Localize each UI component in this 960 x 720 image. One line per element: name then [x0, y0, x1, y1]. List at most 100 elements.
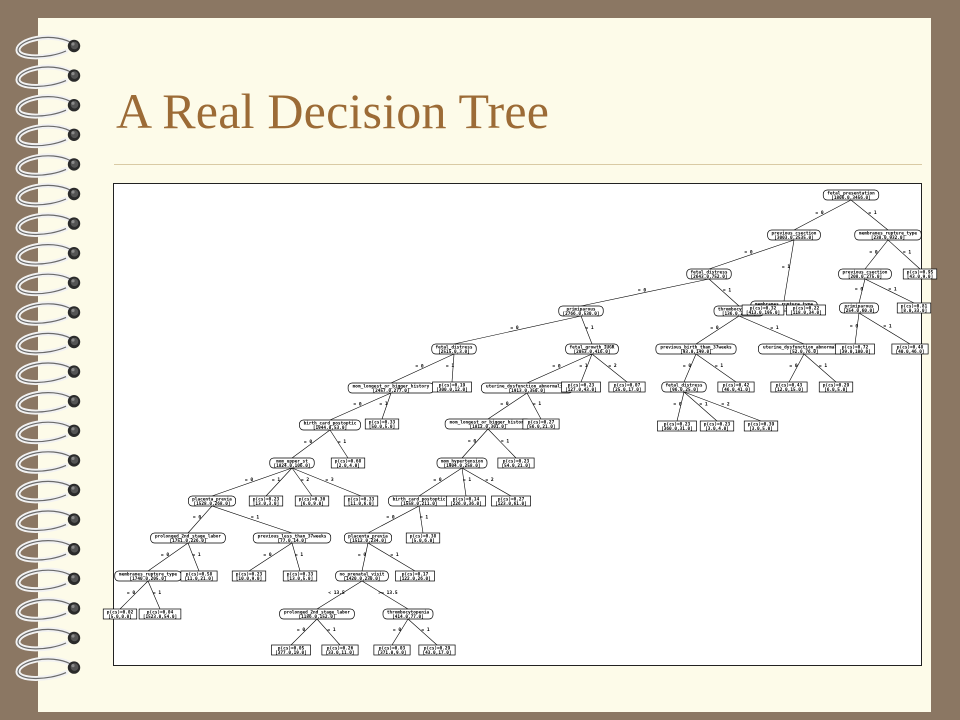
node-stats: [13.0,5.0]: [287, 576, 313, 582]
split-node: fetal_distress[96.0,25.0]: [661, 381, 707, 393]
node-label: p(cs)=0.48: [897, 344, 924, 350]
node-label: p(cs)=0.23: [253, 496, 280, 502]
tree-edges: = 0= 1= 0= 1= 0= 1= 0= 1= 0= 1= 0= 1= 0=…: [119, 199, 921, 646]
leaf-node: p(cs)=0.39[3.0,5.0]: [743, 420, 779, 432]
leaf-node: p(cs)=0.58[11.0,21.0]: [180, 570, 218, 582]
node-stats: [371.0,9.0]: [377, 650, 406, 656]
tree-edge: = 0: [453, 315, 582, 345]
leaf-node: p(cs)=0.04[1523.0,54.0]: [138, 608, 182, 620]
node-label: p(cs)=0.42: [723, 382, 750, 388]
node-label: primiparous: [566, 306, 595, 312]
node-stats: [226.0,36.0]: [450, 501, 482, 507]
split-node: prolonged_2nd_stage_labor[1751.0,226.0]: [150, 532, 226, 544]
leaf-node: p(cs)=0.33[50.0,5.0]: [364, 418, 400, 430]
tree-edge: = 0: [683, 353, 697, 383]
node-stats: [300.0,12.0]: [436, 387, 468, 393]
node-label: p(cs)=0.19: [439, 382, 466, 388]
node-label: previous_less_than_37weeks: [258, 533, 327, 539]
spiral-ring-icon: [15, 153, 81, 178]
node-stats: [93.0,149.0]: [680, 349, 712, 355]
spiral-ring-icon: [15, 34, 81, 60]
tree-edge: = 1: [887, 239, 921, 270]
edge-label: = 0: [297, 627, 306, 633]
leaf-node: p(cs)=0.14[226.0,36.0]: [446, 495, 486, 507]
edge-label: = 0: [510, 325, 519, 331]
edge-label: = 1: [327, 627, 336, 633]
tree-edge: = 0: [358, 542, 369, 572]
edge-label: = 1: [715, 363, 724, 369]
split-node: mom_hypertension[1904.0,258.0]: [436, 457, 488, 469]
spiral-ring-icon: [15, 626, 81, 652]
node-stats: [1824.0,106.0]: [273, 463, 310, 469]
tree-edge: = 2: [591, 353, 628, 383]
edge-label: = 0: [353, 402, 362, 408]
node-label: mom_longest_or_bigger_history: [353, 383, 430, 389]
edge-label: = 0: [127, 590, 136, 596]
node-stats: [3003.0,2535.0]: [774, 235, 814, 241]
node-label: p(cs)=0.03: [379, 645, 406, 651]
tree-edge: = 0: [855, 278, 866, 304]
split-node: uterine_dysfunction_abnormality[52.0,76.…: [758, 343, 850, 355]
tree-edge: = 1: [579, 353, 593, 383]
node-stats: [2457.0,277.0]: [372, 388, 409, 394]
leaf-node: p(cs)=0.07[25.0,17.0]: [608, 381, 646, 393]
edge-label: = 1: [868, 210, 877, 216]
node-label: p(cs)=0.29: [424, 645, 451, 651]
node-stats: [2515.0,3.0]: [438, 349, 470, 355]
node-stats: [6.0,5.0]: [824, 387, 848, 393]
tree-edge: = 1: [782, 239, 795, 302]
tree-edge: = 2: [461, 467, 512, 497]
node-label: no_prenatal_visit: [340, 571, 385, 577]
tree-edge: = 1: [487, 428, 517, 459]
node-label: p(cs)=0.27: [528, 419, 555, 425]
tree-edge: = 1: [526, 392, 541, 420]
tree-edge: = 1: [407, 618, 438, 646]
node-stats: [39.0,100.0]: [839, 349, 871, 355]
spiral-ring-icon: [15, 271, 81, 297]
split-node: primiparous[2766.0,530.0]: [558, 305, 604, 317]
node-stats: [1913.0,350.0]: [508, 388, 545, 394]
leaf-node: p(cs)=0.23[3.0,4.0]: [699, 420, 735, 432]
tree-edge: = 2: [291, 467, 313, 497]
edge-label: = 1: [272, 477, 281, 483]
node-label: prolonged_2nd_stage_labor: [155, 533, 221, 539]
spiral-ring-icon: [15, 508, 81, 533]
leaf-node: p(cs)=0.03[371.0,9.0]: [373, 644, 411, 656]
edge-label: = 0: [433, 477, 442, 483]
node-stats: [54.0,21.0]: [501, 463, 530, 469]
edge-label: = 2: [485, 477, 494, 483]
leaf-node: p(cs)=0.23[13.0,3.0]: [248, 495, 284, 507]
node-stats: [1806.0,3456.0]: [831, 195, 871, 201]
tree-edge: = 1: [367, 542, 416, 572]
node-label: placenta_previa: [192, 496, 232, 502]
edge-label: = 0: [710, 325, 719, 331]
tree-edge: = 0: [367, 505, 420, 534]
node-stats: [1751.0,226.0]: [169, 538, 206, 544]
edge-label: = 0: [468, 439, 477, 445]
edge-label: = 1: [153, 590, 162, 596]
tree-edge: = 3: [291, 467, 362, 497]
node-label: p(cs)=0.81: [901, 303, 928, 309]
node-stats: [5.0,0.0]: [108, 614, 132, 620]
leaf-node: p(cs)=0.19[300.0,12.0]: [432, 381, 472, 393]
leaf-node: p(cs)=0.23[10.0,9.0]: [231, 570, 267, 582]
node-label: p(cs)=0.07: [614, 382, 641, 388]
split-node: previous_csection[208.0,275.0]: [838, 268, 892, 280]
split-node: previous_csection[3003.0,2535.0]: [767, 229, 821, 241]
edge-label: = 1: [390, 552, 399, 558]
split-node: fetal_distress[2515.0,3.0]: [431, 343, 477, 355]
leaf-node: p(cs)=0.30[6.0,9.0]: [294, 495, 330, 507]
edge-label: = 1: [420, 515, 429, 521]
edge-label: = 0: [683, 363, 692, 369]
spiral-ring-icon: [15, 94, 81, 119]
node-stats: [1944.0,53.0]: [313, 425, 347, 431]
node-stats: [136.0,220.0]: [722, 311, 756, 317]
node-label: p(cs)=0.43: [776, 382, 803, 388]
edge-label: = 1: [579, 363, 588, 369]
tree-edge: = 1: [738, 315, 805, 345]
tree-edge: = 0: [580, 278, 710, 307]
node-label: mom_longest_or_bigger_history: [450, 419, 527, 425]
node-label: fetal_distress: [690, 269, 727, 275]
edge-label: = 0: [850, 323, 859, 329]
tree-edge: = 0: [248, 542, 293, 572]
